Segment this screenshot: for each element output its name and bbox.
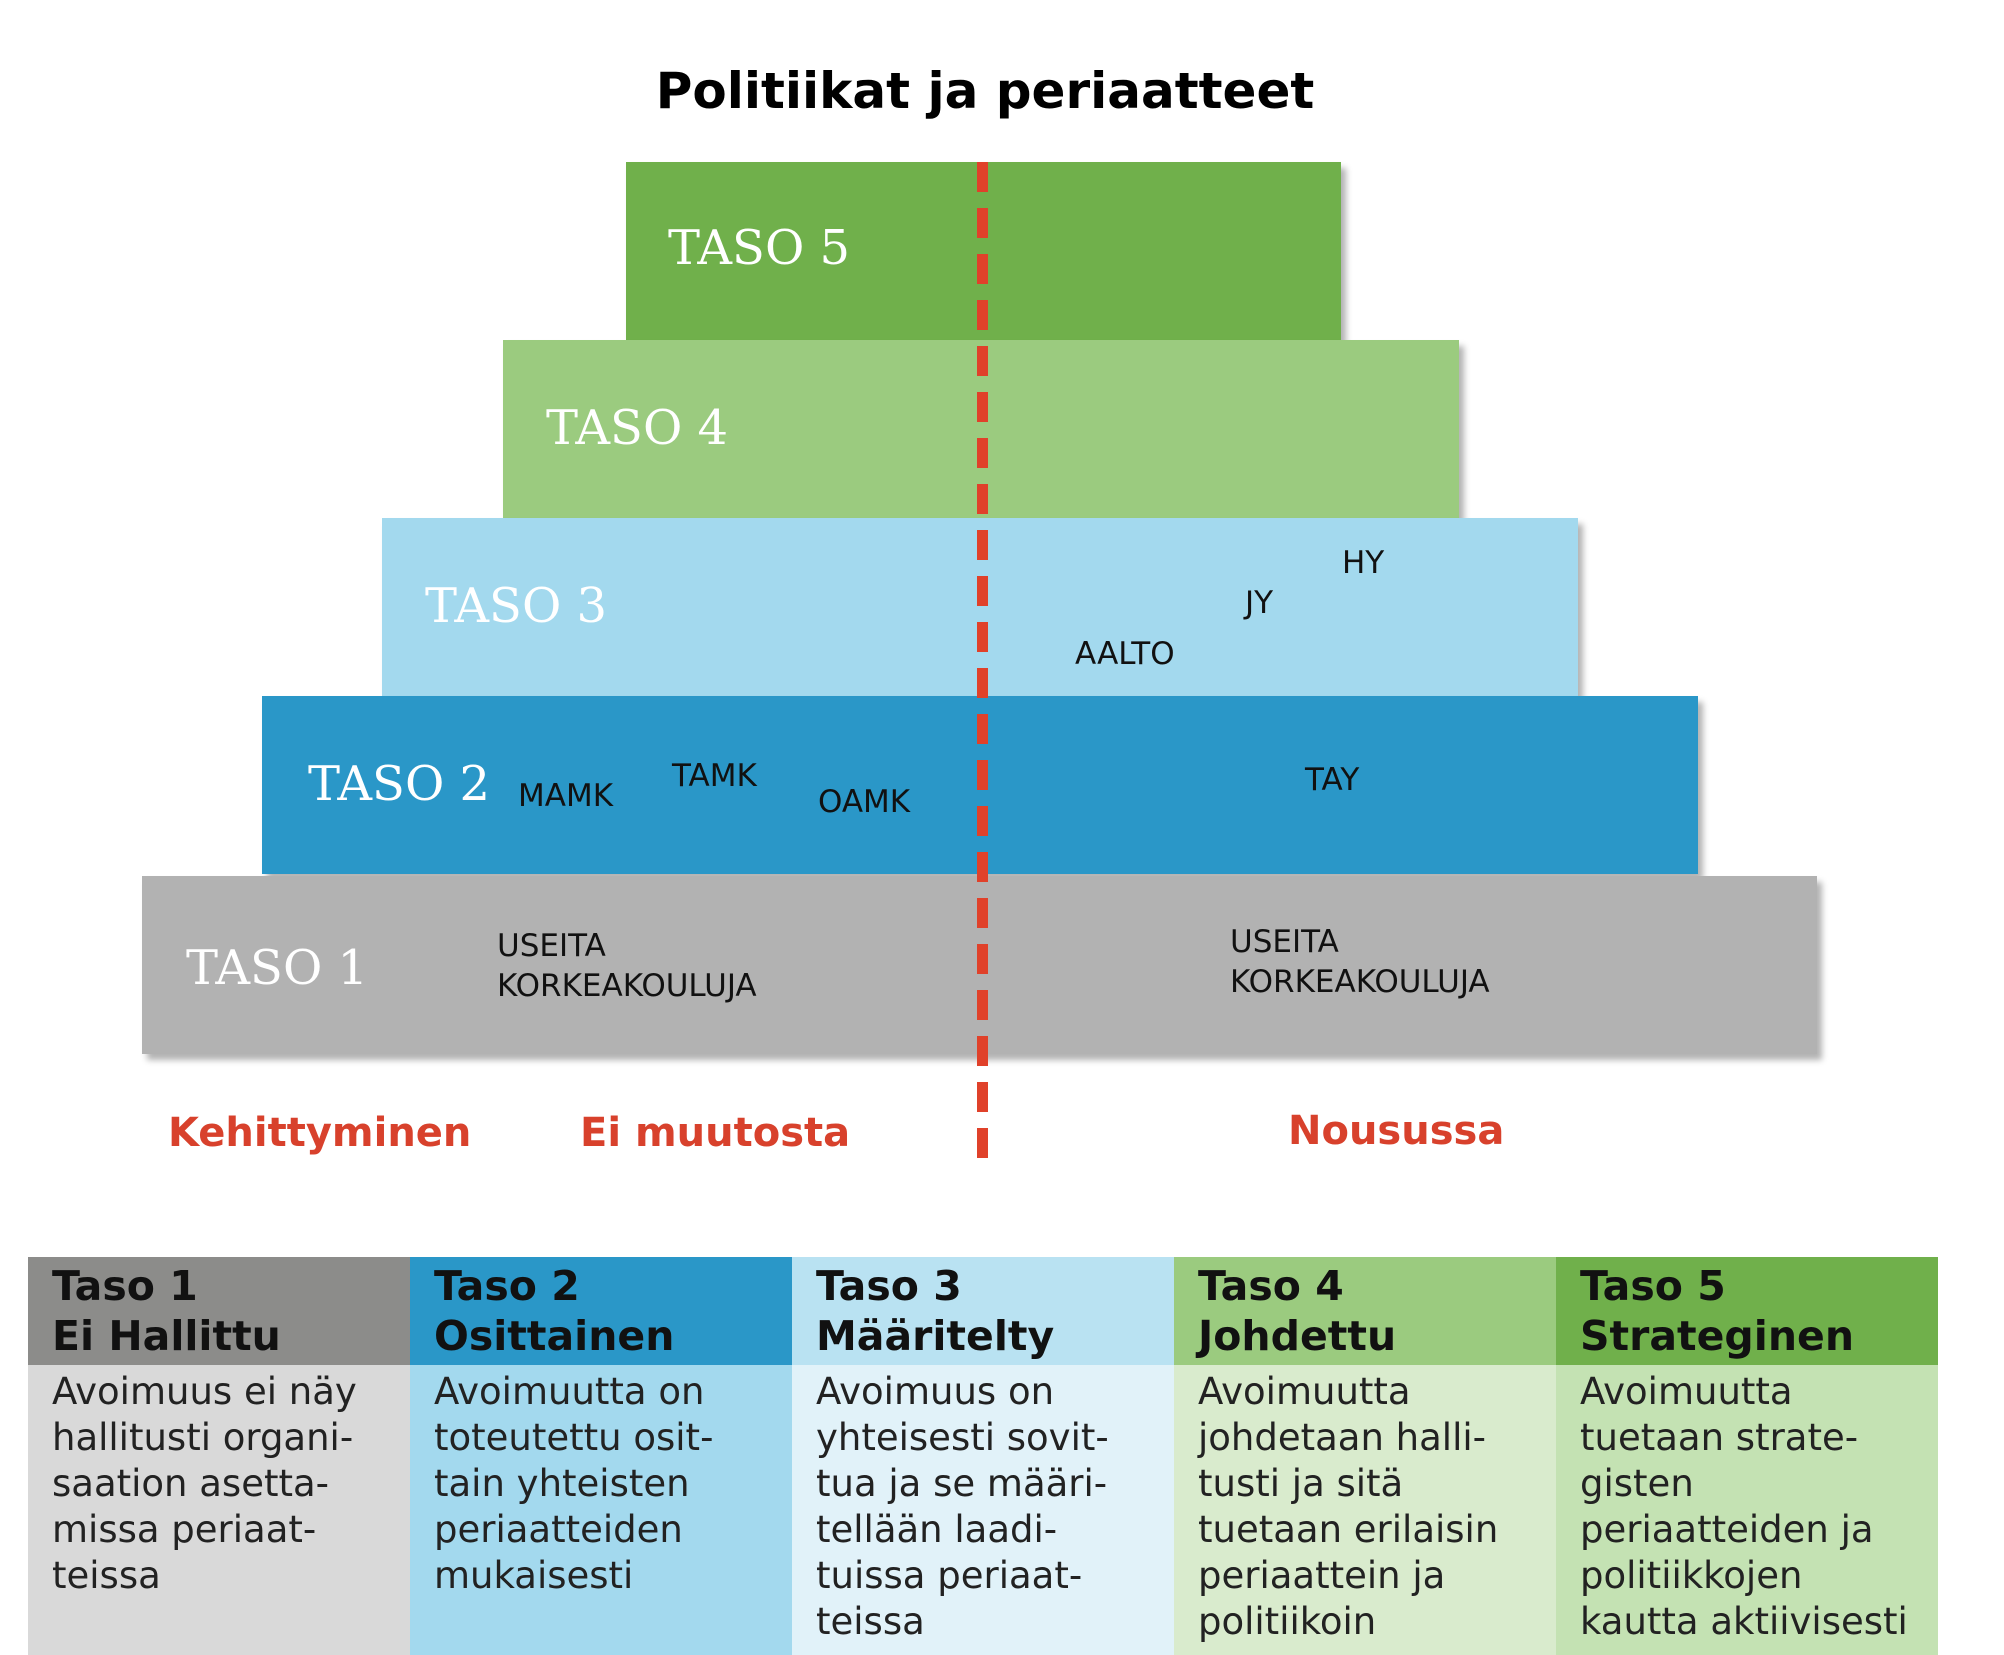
maturity-level-table: Taso 1 Ei Hallittu Avoimuus ei näy halli… xyxy=(28,1257,1938,1655)
level-header: Taso 1 Ei Hallittu xyxy=(28,1257,410,1365)
level-header: Taso 5 Strateginen xyxy=(1556,1257,1938,1365)
tier-label: TASO 3 xyxy=(425,578,608,634)
tier-label: TASO 5 xyxy=(668,220,851,276)
diagram-title: Politiikat ja periaatteet xyxy=(655,62,1315,120)
level-number: Taso 1 xyxy=(52,1262,198,1310)
level-header: Taso 2 Osittainen xyxy=(410,1257,792,1365)
level-description: Avoimuus on yhteisesti sovit- tua ja se … xyxy=(792,1365,1174,1655)
level-column-taso-4: Taso 4 Johdettu Avoimuutta johdetaan hal… xyxy=(1174,1257,1556,1655)
institution-jy: JY xyxy=(1245,585,1274,621)
level-number: Taso 5 xyxy=(1580,1262,1726,1310)
level-name: Johdettu xyxy=(1198,1312,1397,1360)
level-description: Avoimuutta johdetaan halli- tusti ja sit… xyxy=(1174,1365,1556,1655)
level-column-taso-1: Taso 1 Ei Hallittu Avoimuus ei näy halli… xyxy=(28,1257,410,1655)
level-name: Strateginen xyxy=(1580,1312,1855,1360)
institution-oamk: OAMK xyxy=(818,784,911,820)
level-name: Määritelty xyxy=(816,1312,1055,1360)
level-header: Taso 3 Määritelty xyxy=(792,1257,1174,1365)
level-description: Avoimuutta tuetaan strate- gisten periaa… xyxy=(1556,1365,1938,1655)
trend-nousussa: Nousussa xyxy=(1288,1108,1505,1154)
level-column-taso-5: Taso 5 Strateginen Avoimuutta tuetaan st… xyxy=(1556,1257,1938,1655)
trend-ei-muutosta: Ei muutosta xyxy=(580,1110,851,1156)
level-number: Taso 4 xyxy=(1198,1262,1344,1310)
level-name: Osittainen xyxy=(434,1312,675,1360)
institution-hy: HY xyxy=(1342,545,1385,581)
institution-tay: TAY xyxy=(1305,762,1360,798)
tier-label: TASO 4 xyxy=(546,400,729,456)
level-column-taso-2: Taso 2 Osittainen Avoimuutta on toteutet… xyxy=(410,1257,792,1655)
dashed-divider-line xyxy=(977,162,988,1165)
level-description: Avoimuus ei näy hallitusti organi- saati… xyxy=(28,1365,410,1655)
institution-group-right: USEITA KORKEAKOULUJA xyxy=(1230,924,1490,1000)
trend-kehittyminen: Kehittyminen xyxy=(168,1110,472,1156)
institution-mamk: MAMK xyxy=(518,778,614,814)
institution-tamk: TAMK xyxy=(672,758,757,794)
tier-label: TASO 1 xyxy=(186,940,369,996)
level-number: Taso 2 xyxy=(434,1262,580,1310)
institution-aalto: AALTO xyxy=(1075,636,1175,672)
level-number: Taso 3 xyxy=(816,1262,962,1310)
level-column-taso-3: Taso 3 Määritelty Avoimuus on yhteisesti… xyxy=(792,1257,1174,1655)
tier-label: TASO 2 xyxy=(308,756,491,812)
level-header: Taso 4 Johdettu xyxy=(1174,1257,1556,1365)
level-name: Ei Hallittu xyxy=(52,1312,281,1360)
level-description: Avoimuutta on toteutettu osit- tain yhte… xyxy=(410,1365,792,1655)
institution-group-left: USEITA KORKEAKOULUJA xyxy=(497,928,757,1004)
